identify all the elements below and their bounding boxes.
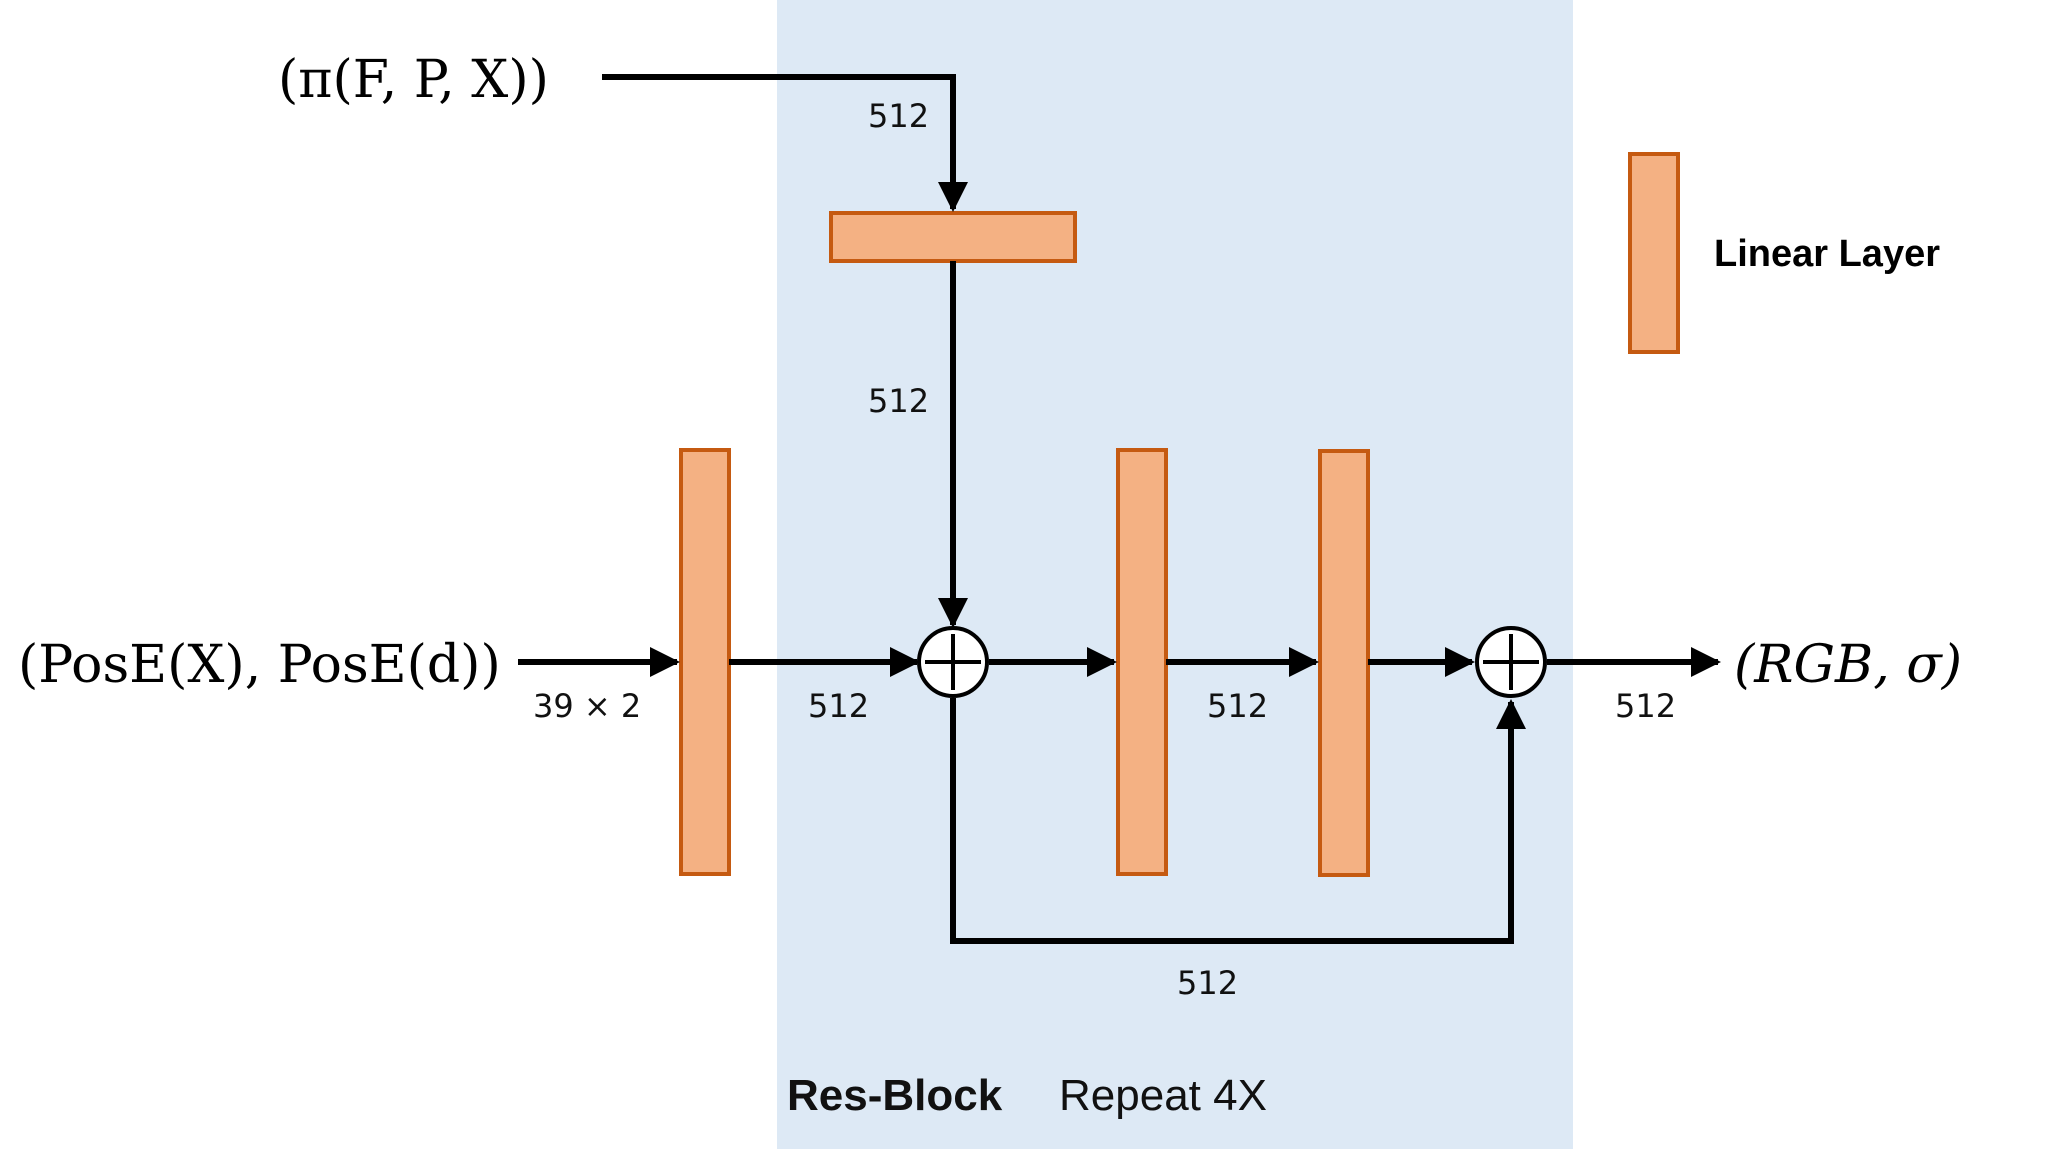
linear-layer-feature-projection	[829, 211, 1077, 263]
dim-feature-proj: 512	[868, 382, 929, 420]
res-block-title: Res-Block	[787, 1071, 1003, 1120]
skip-connection-arrow	[950, 698, 1526, 944]
output-label: (RGB, σ)	[1734, 635, 1962, 695]
linear-layer-res-1	[1116, 448, 1168, 876]
dim-between-layers: 512	[1207, 687, 1268, 725]
dim-skip: 512	[1177, 964, 1238, 1002]
circle-plus-icon	[917, 626, 989, 698]
pos-input-label: (PosE(X), PosE(d))	[18, 635, 501, 695]
circle-plus-icon	[1475, 626, 1547, 698]
res-block-repeat-label: Repeat 4X	[1059, 1071, 1267, 1120]
dim-first-out: 512	[808, 687, 869, 725]
legend-linear-layer-label: Linear Layer	[1714, 233, 1940, 275]
feature-input-arrow	[602, 74, 968, 212]
linear-layer-input	[679, 448, 731, 876]
dim-final-out: 512	[1615, 687, 1676, 725]
dim-pos-in: 39 × 2	[533, 687, 641, 725]
dim-feature-in: 512	[868, 97, 929, 135]
legend-linear-layer-swatch	[1628, 152, 1680, 354]
res-block-background	[777, 0, 1573, 1149]
linear-layer-res-2	[1318, 449, 1370, 877]
feature-input-label: (π(F, P, X))	[278, 50, 549, 110]
